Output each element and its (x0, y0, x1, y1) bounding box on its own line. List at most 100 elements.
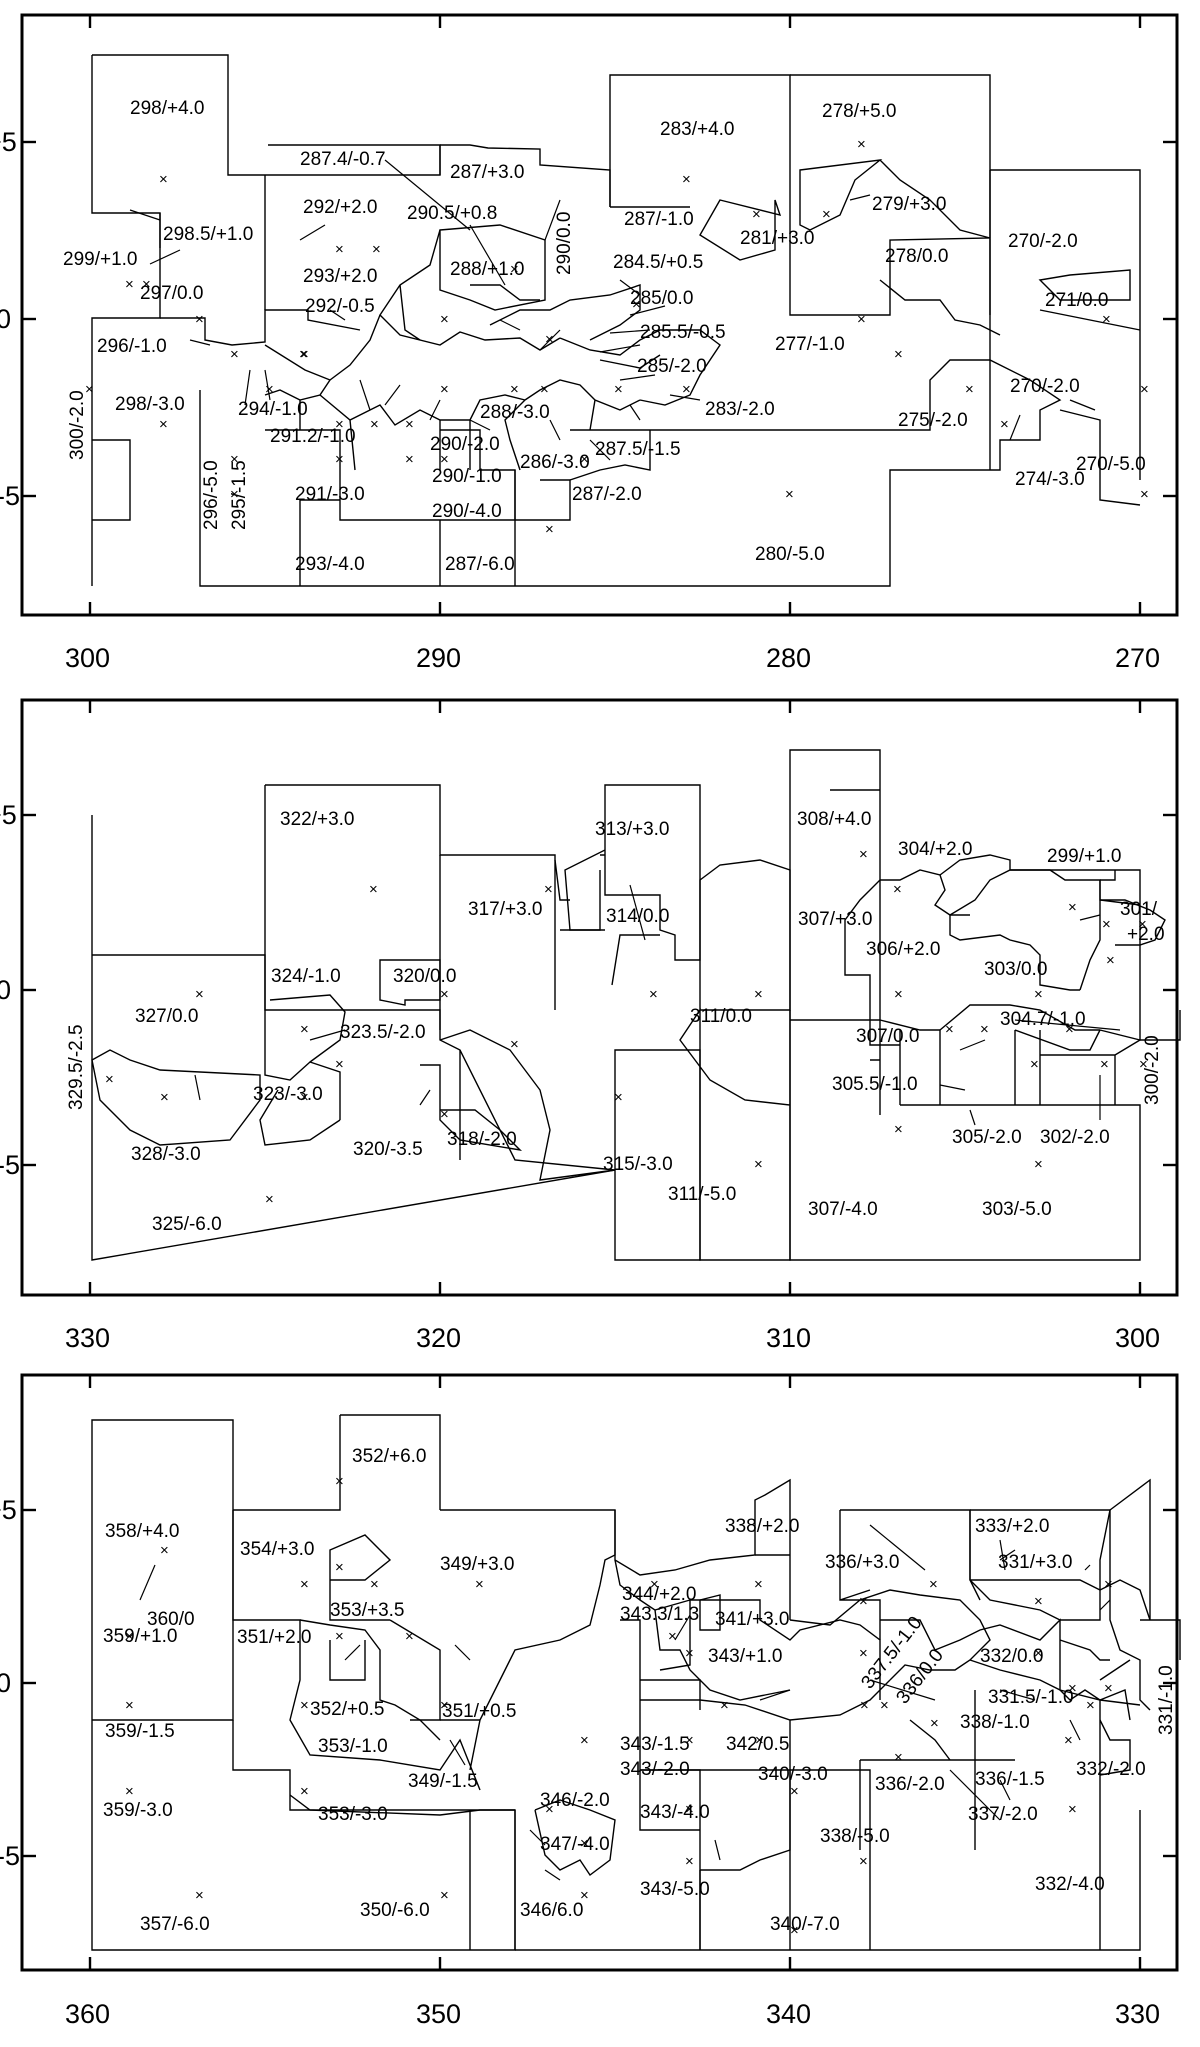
region-center-marker: × (125, 1783, 134, 1800)
region-label: 343/-4.0 (640, 1802, 710, 1823)
region-label: 343/-5.0 (640, 1879, 710, 1900)
region-center-marker: × (790, 1922, 799, 1939)
panel-middle-markers: ×××× ××××× ××××× ××××× ××××× ××××× ××× (105, 846, 1148, 1208)
region-center-marker: × (370, 416, 379, 433)
region-center-marker: × (125, 1697, 134, 1714)
region-center-marker: × (230, 451, 239, 468)
region-label: 342/0.5 (726, 1734, 789, 1755)
region-center-marker: × (860, 1697, 869, 1714)
region-label: 327/0.0 (135, 1006, 198, 1027)
region-label: 325/-6.0 (152, 1214, 222, 1235)
x-tick-label: 290 (416, 643, 461, 673)
region-center-marker: × (125, 276, 134, 293)
region-center-marker: × (1104, 1576, 1113, 1593)
region-center-marker: × (159, 171, 168, 188)
region-center-marker: × (195, 1887, 204, 1904)
region-label: 352/+6.0 (352, 1446, 427, 1467)
region-label: 328/-3.0 (131, 1144, 201, 1165)
region-label: 317/+3.0 (468, 899, 543, 920)
region-label: 290/-1.0 (432, 466, 502, 487)
region-label: 336/+3.0 (825, 1552, 900, 1573)
region-label: 278/+5.0 (822, 101, 897, 122)
region-label: 323/-3.0 (253, 1084, 323, 1105)
region-label: 332/-4.0 (1035, 1874, 1105, 1895)
region-label: 290/0.0 (554, 212, 575, 275)
region-center-marker: × (300, 1089, 309, 1106)
panel-bottom: 360 350 340 330 +5 0 -5 (0, 1373, 1181, 2029)
region-label: 293/-4.0 (295, 554, 365, 575)
region-center-marker: × (300, 1697, 309, 1714)
x-tick-label: 280 (766, 643, 811, 673)
region-label: 344/+2.0 (622, 1584, 697, 1605)
x-tick-label: 350 (416, 1999, 461, 2029)
region-center-marker: × (195, 311, 204, 328)
region-center-marker: × (752, 206, 761, 223)
region-center-marker: × (1140, 486, 1149, 503)
region-center-marker: × (265, 381, 274, 398)
region-label: 338/-1.0 (960, 1712, 1030, 1733)
region-label: 341/+3.0 (715, 1609, 790, 1630)
region-label: 349/+3.0 (440, 1554, 515, 1575)
region-center-marker: × (440, 451, 449, 468)
region-label: 338/+2.0 (725, 1516, 800, 1537)
region-center-marker: × (822, 206, 831, 223)
region-center-marker: × (965, 381, 974, 398)
region-center-marker: × (125, 1628, 134, 1645)
region-label: 353/+3.5 (330, 1600, 405, 1621)
region-center-marker: × (859, 1645, 868, 1662)
region-center-marker: × (440, 1106, 449, 1123)
region-center-marker: × (372, 241, 381, 258)
panel-bottom-ticks (22, 1375, 1177, 1970)
region-label: 358/+4.0 (105, 1521, 180, 1542)
region-label: 305.5/-1.0 (832, 1074, 918, 1095)
region-label: 285.5/-0.5 (640, 322, 726, 343)
region-label: 324/-1.0 (271, 966, 341, 987)
region-label: 353/-1.0 (318, 1736, 388, 1757)
region-center-marker: × (1068, 1801, 1077, 1818)
panel-middle: 330 320 310 300 +5 0 -5 (0, 698, 1181, 1353)
region-center-marker: × (894, 346, 903, 363)
region-center-marker: × (335, 451, 344, 468)
region-label: 290.5/+0.8 (407, 203, 497, 224)
region-label: 331/-1.0 (1156, 1665, 1177, 1735)
region-label: 332/-2.0 (1076, 1759, 1146, 1780)
region-center-marker: × (1102, 311, 1111, 328)
x-tick-label: 300 (65, 643, 110, 673)
region-center-marker: × (880, 1697, 889, 1714)
region-label: 284.5/+0.5 (613, 252, 703, 273)
region-label: 270/-2.0 (1010, 376, 1080, 397)
region-center-marker: × (930, 1715, 939, 1732)
panel-top-boundaries (91, 54, 1141, 587)
region-center-marker: × (1030, 1056, 1039, 1073)
region-center-marker: × (1102, 916, 1111, 933)
x-tick-label: 270 (1115, 643, 1160, 673)
region-label: 350/-6.0 (360, 1900, 430, 1921)
region-label: 349/-1.5 (408, 1771, 478, 1792)
region-center-marker: × (668, 1628, 677, 1645)
region-center-marker: × (300, 1021, 309, 1038)
region-center-marker: × (335, 241, 344, 258)
region-label: 292/+2.0 (303, 197, 378, 218)
y-tick-label: +5 (0, 1495, 17, 1525)
region-label: 298/-3.0 (115, 394, 185, 415)
region-label: 296/-5.0 (201, 460, 222, 530)
region-center-marker: × (685, 1853, 694, 1870)
region-center-marker: × (650, 1576, 659, 1593)
region-label: 307/-4.0 (808, 1199, 878, 1220)
region-label: 299/+1.0 (63, 249, 138, 270)
region-center-marker: × (545, 1801, 554, 1818)
region-label: 343/-1.5 (620, 1734, 690, 1755)
region-center-marker: × (685, 1801, 694, 1818)
region-label: 299/+1.0 (1047, 846, 1122, 867)
panel-middle-frame (20, 698, 1179, 1297)
panel-top-x-ticks (22, 15, 1177, 615)
region-label: 322/+3.0 (280, 809, 355, 830)
region-center-marker: × (720, 1697, 729, 1714)
region-label: 277/-1.0 (775, 334, 845, 355)
region-label: 333/+2.0 (975, 1516, 1050, 1537)
region-center-marker: × (945, 1021, 954, 1038)
region-label: 300/-2.0 (67, 390, 88, 460)
panel-middle-boundaries (91, 749, 1181, 1261)
region-center-marker: × (475, 1576, 484, 1593)
